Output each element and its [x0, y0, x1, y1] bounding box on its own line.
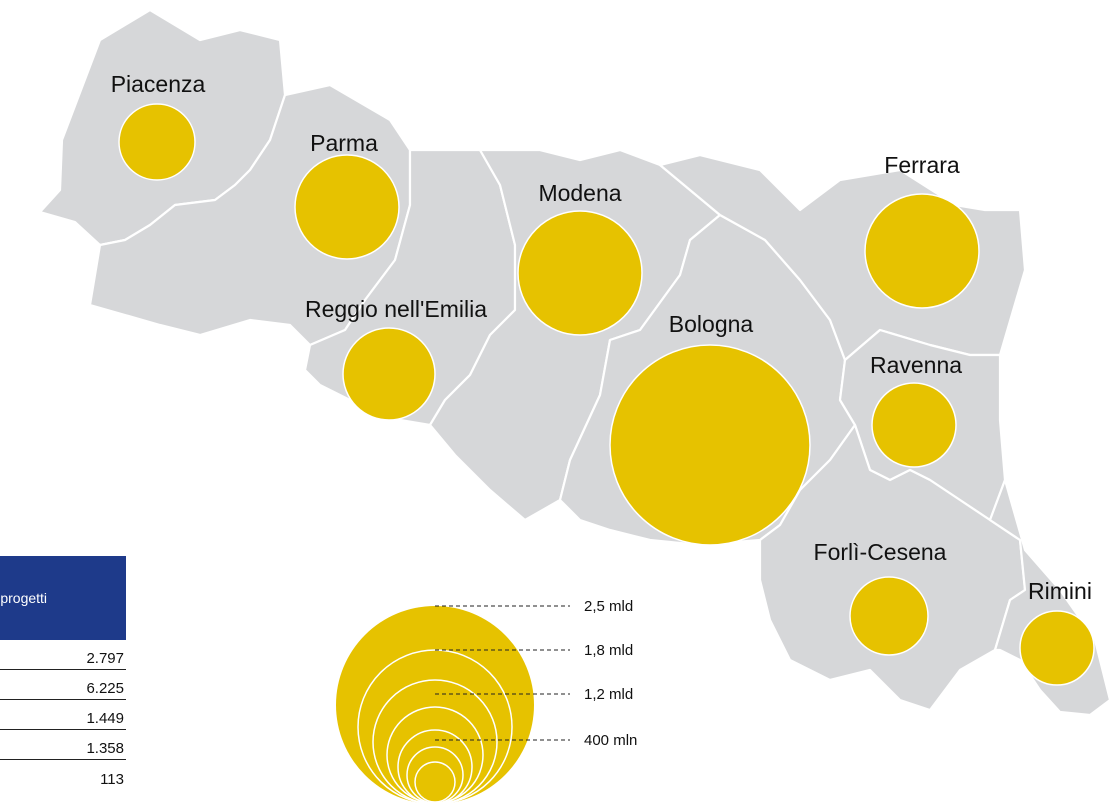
- label-forli: Forlì-Cesena: [814, 539, 947, 565]
- bubble-parma: [294, 154, 400, 260]
- table-row: 6.225: [0, 670, 126, 700]
- label-rimini: Rimini: [1028, 578, 1092, 604]
- size-legend: 2,5 mld 1,8 mld 1,2 mld 400 mln: [336, 598, 637, 803]
- legend-circle-400-mln: [406, 746, 464, 803]
- bubble-modena: [517, 210, 643, 336]
- bubble-rimini: [1019, 610, 1095, 686]
- label-piacenza: Piacenza: [111, 71, 206, 97]
- table-row: 1.358: [0, 730, 126, 760]
- label-bologna: Bologna: [669, 311, 754, 337]
- table-row: 113: [0, 760, 126, 790]
- table-cell-value: 1.449: [86, 710, 124, 727]
- label-parma: Parma: [310, 130, 378, 156]
- legend-circle-800-mln: [386, 706, 484, 803]
- table-cell-value: 113: [100, 771, 124, 788]
- legend-label-1-8-mld: 1,8 mld: [584, 642, 633, 659]
- table-row: 2.797: [0, 640, 126, 670]
- bubble-reggio: [342, 327, 436, 421]
- bubble-ferrara: [864, 193, 980, 309]
- label-ferrara: Ferrara: [884, 152, 960, 178]
- legend-label-2-5-mld: 2,5 mld: [584, 598, 633, 615]
- bubble-ravenna: [871, 382, 957, 468]
- legend-circle-2-5-mld: [336, 606, 534, 803]
- table-cell-value: 6.225: [86, 680, 124, 697]
- bubble-forli: [849, 576, 929, 656]
- legend-label-400-mln: 400 mln: [584, 732, 637, 749]
- legend-label-1-2-mld: 1,2 mld: [584, 686, 633, 703]
- legend-circle-600-mln: [397, 729, 473, 803]
- legend-circle-200-mln: [414, 761, 456, 803]
- legend-circle-1-2-mld: [372, 679, 498, 803]
- table-row: 1.449: [0, 700, 126, 730]
- projects-table: ro progetti 2.797 6.225 1.449 1.358 113: [0, 556, 126, 790]
- table-cell-value: 1.358: [86, 740, 124, 757]
- label-reggio: Reggio nell'Emilia: [305, 296, 487, 322]
- bubble-bologna: [609, 344, 811, 546]
- label-modena: Modena: [538, 180, 621, 206]
- table-header-label: ro progetti: [0, 590, 48, 606]
- table-cell-value: 2.797: [86, 650, 124, 667]
- table-header: ro progetti: [0, 556, 126, 640]
- label-ravenna: Ravenna: [870, 352, 962, 378]
- bubble-piacenza: [118, 103, 196, 181]
